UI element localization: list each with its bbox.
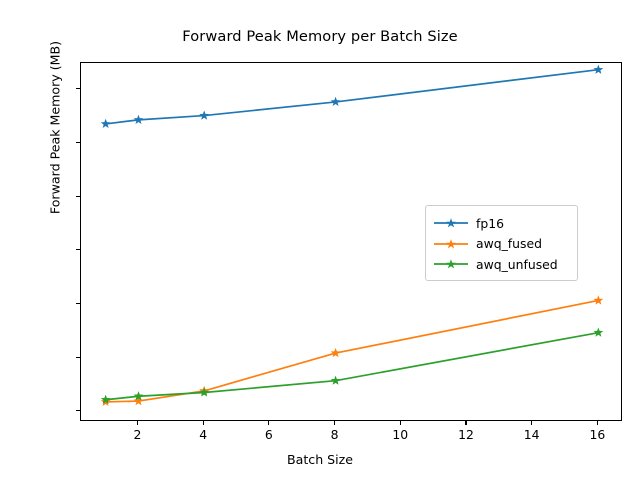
legend-swatch-awq-unfused: [434, 257, 468, 271]
legend-item-1[interactable]: awq_fused: [434, 234, 569, 255]
series-canvas: [100, 64, 604, 406]
data-point-awq_fused-2: [133, 395, 144, 406]
series-line-awq_fused: [105, 299, 599, 403]
x-tick-mark: [399, 421, 401, 426]
x-tick-mark: [465, 421, 467, 426]
y-tick-mark: [75, 88, 80, 90]
data-point-fp16-4: [199, 110, 210, 120]
legend-swatch-fp16: [434, 216, 468, 230]
data-point-awq_unfused-16: [593, 327, 604, 337]
series-line-awq_unfused: [105, 331, 599, 401]
data-point-fp16-2: [133, 114, 144, 125]
data-point-fp16-16: [593, 64, 604, 74]
y-axis-label: Forward Peak Memory (MB): [47, 40, 63, 215]
x-axis-label: Batch Size: [286, 452, 354, 467]
x-tick-label: 10: [392, 427, 409, 442]
series-line-fp16: [105, 68, 599, 125]
y-tick-mark: [75, 356, 80, 358]
y-tick-mark: [75, 195, 80, 197]
data-point-awq_unfused-4: [199, 387, 210, 397]
data-point-fp16-8: [330, 96, 341, 107]
x-tick-mark: [334, 421, 336, 426]
x-tick-mark: [136, 421, 139, 426]
legend-label-awq-fused: awq_fused: [476, 236, 542, 252]
page-title: Forward Peak Memory per Batch Size: [182, 28, 458, 45]
data-point-fp16-1: [100, 118, 111, 129]
legend-swatch-awq-fused: [434, 237, 468, 251]
data-point-awq_fused-16: [593, 295, 604, 305]
x-tick-mark: [596, 421, 598, 426]
legend-label-awq-unfused: awq_unfused: [476, 256, 558, 272]
x-tick-mark: [268, 421, 270, 426]
x-tick-label: 6: [264, 427, 273, 442]
data-point-awq_fused-8: [330, 347, 341, 358]
legend-item-2[interactable]: awq_unfused: [434, 254, 569, 275]
y-tick-mark: [75, 410, 80, 412]
series-fp16: [100, 64, 604, 129]
legend: fp16 awq_fused awq_unfused: [425, 205, 578, 281]
series-awq_fused: [100, 295, 604, 406]
y-tick-mark: [75, 249, 80, 251]
x-tick-label: 16: [589, 427, 606, 442]
series-awq_unfused: [100, 327, 604, 404]
plot-area: [80, 62, 622, 421]
x-tick-label: 14: [523, 427, 540, 442]
x-tick-mark: [202, 421, 204, 426]
legend-item-0[interactable]: fp16: [434, 213, 569, 234]
y-tick-mark: [75, 302, 80, 305]
y-tick-mark: [75, 141, 80, 144]
x-tick-label: 4: [199, 427, 208, 442]
x-tick-label: 2: [133, 427, 142, 442]
data-point-awq_unfused-8: [330, 375, 341, 385]
data-point-awq_unfused-1: [100, 394, 111, 404]
x-tick-mark: [531, 421, 533, 426]
legend-label-fp16: fp16: [476, 215, 504, 231]
x-tick-label: 12: [458, 427, 474, 442]
x-tick-label: 8: [330, 427, 339, 442]
data-point-awq_unfused-2: [133, 391, 144, 401]
